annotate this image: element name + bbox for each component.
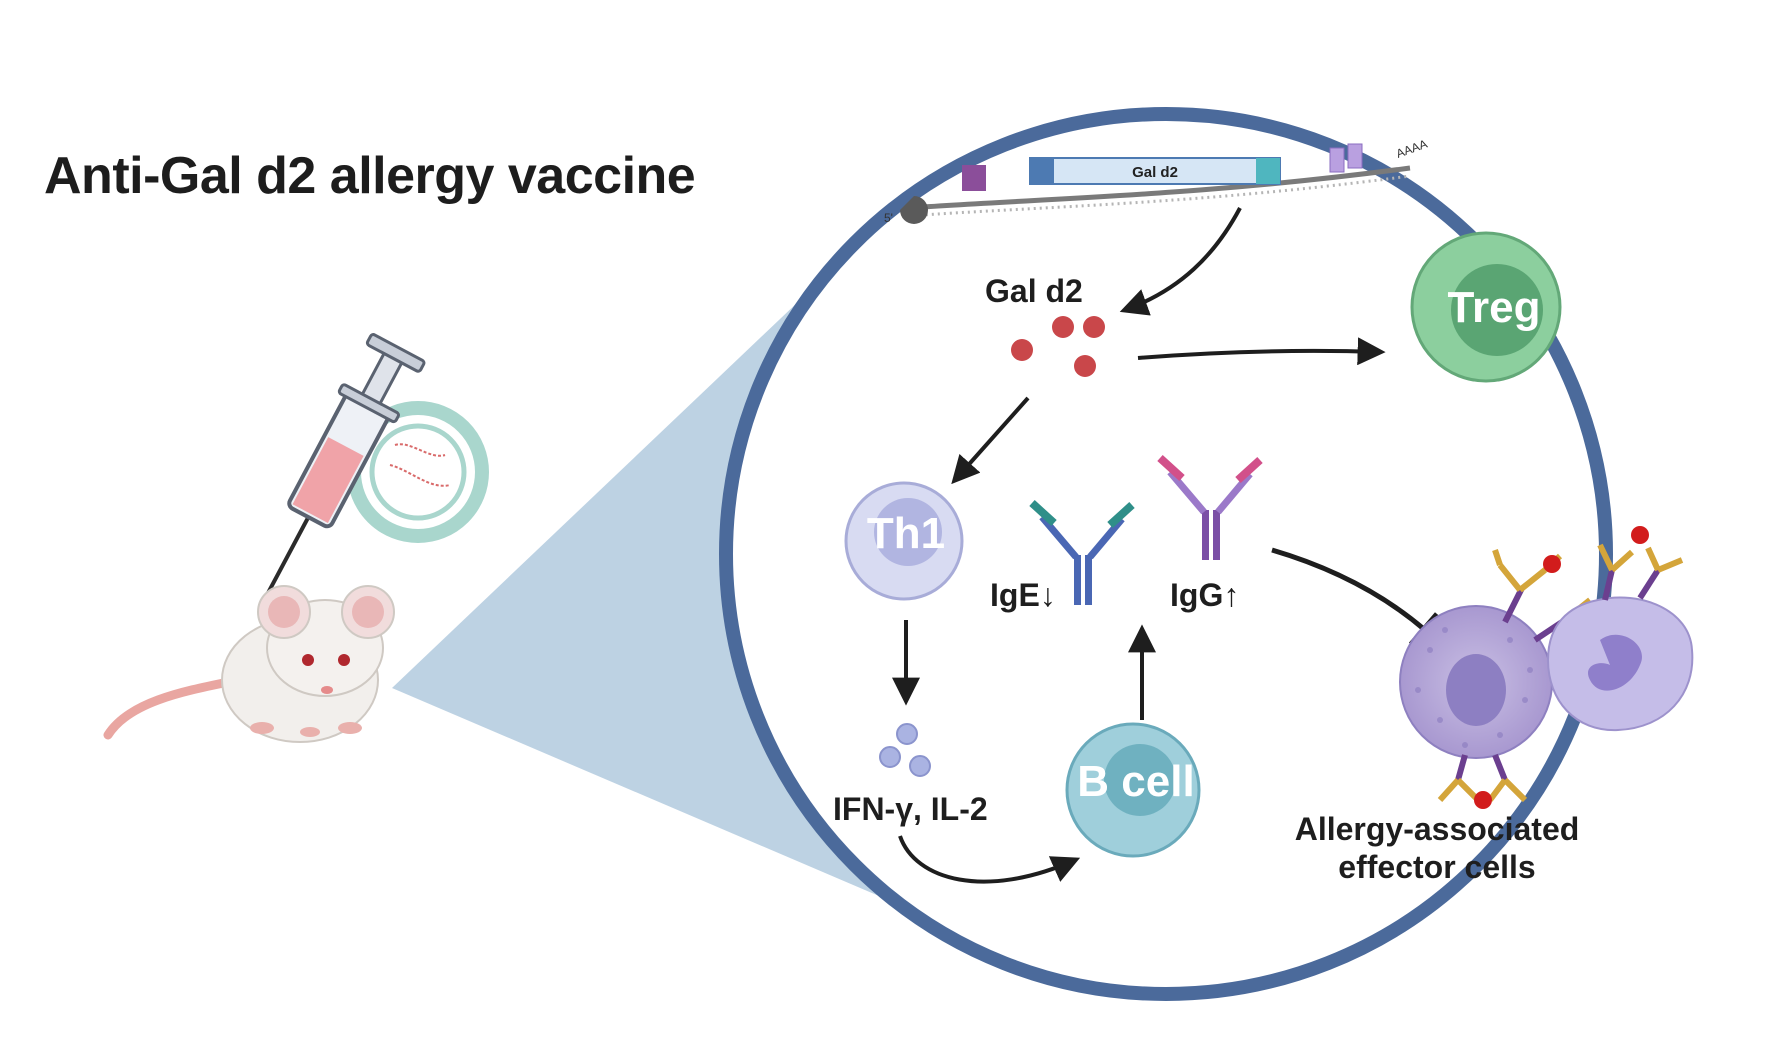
arrow-mrna-to-antigen: [1119, 207, 1242, 316]
igg-antibody-icon: [1157, 455, 1263, 560]
ige-label: IgE↓: [990, 577, 1056, 613]
antigen-label: Gal d2: [985, 273, 1083, 309]
igg-label: IgG↑: [1170, 577, 1239, 613]
treg-cell: [1410, 231, 1562, 383]
ige-antibody-icon: [1029, 500, 1135, 605]
gene-label: Gal d2: [1132, 164, 1178, 181]
five-prime-label: 5': [884, 211, 893, 225]
mrna-icon: 5' Gal d2 AAAA: [884, 137, 1429, 225]
mouse-icon: [103, 585, 395, 743]
effector-label-line2: effector cells: [1338, 849, 1535, 885]
treg-label: Treg: [1448, 283, 1541, 332]
effector-label-line1: Allergy-associated: [1295, 811, 1580, 847]
eosinophil-icon: [1546, 526, 1694, 732]
arrow-antigen-to-th1: [951, 396, 1030, 485]
arrow-antigen-to-treg: [1137, 337, 1386, 366]
syringe-icon: [264, 333, 426, 598]
antigen-particles: [1011, 316, 1105, 377]
th1-cell: [844, 481, 964, 601]
arrow-cytokines-to-bcell: [898, 835, 1081, 884]
cytokine-label: IFN-γ, IL-2: [833, 791, 988, 827]
th1-label: Th1: [867, 509, 945, 558]
b-cell-label: B cell: [1077, 757, 1194, 806]
inhibition-line: [1271, 547, 1442, 648]
diagram-title: Anti-Gal d2 allergy vaccine: [44, 147, 696, 205]
cytokine-particles: [879, 723, 931, 777]
b-cell: [1065, 722, 1201, 858]
poly-a-label: AAAA: [1394, 137, 1429, 161]
